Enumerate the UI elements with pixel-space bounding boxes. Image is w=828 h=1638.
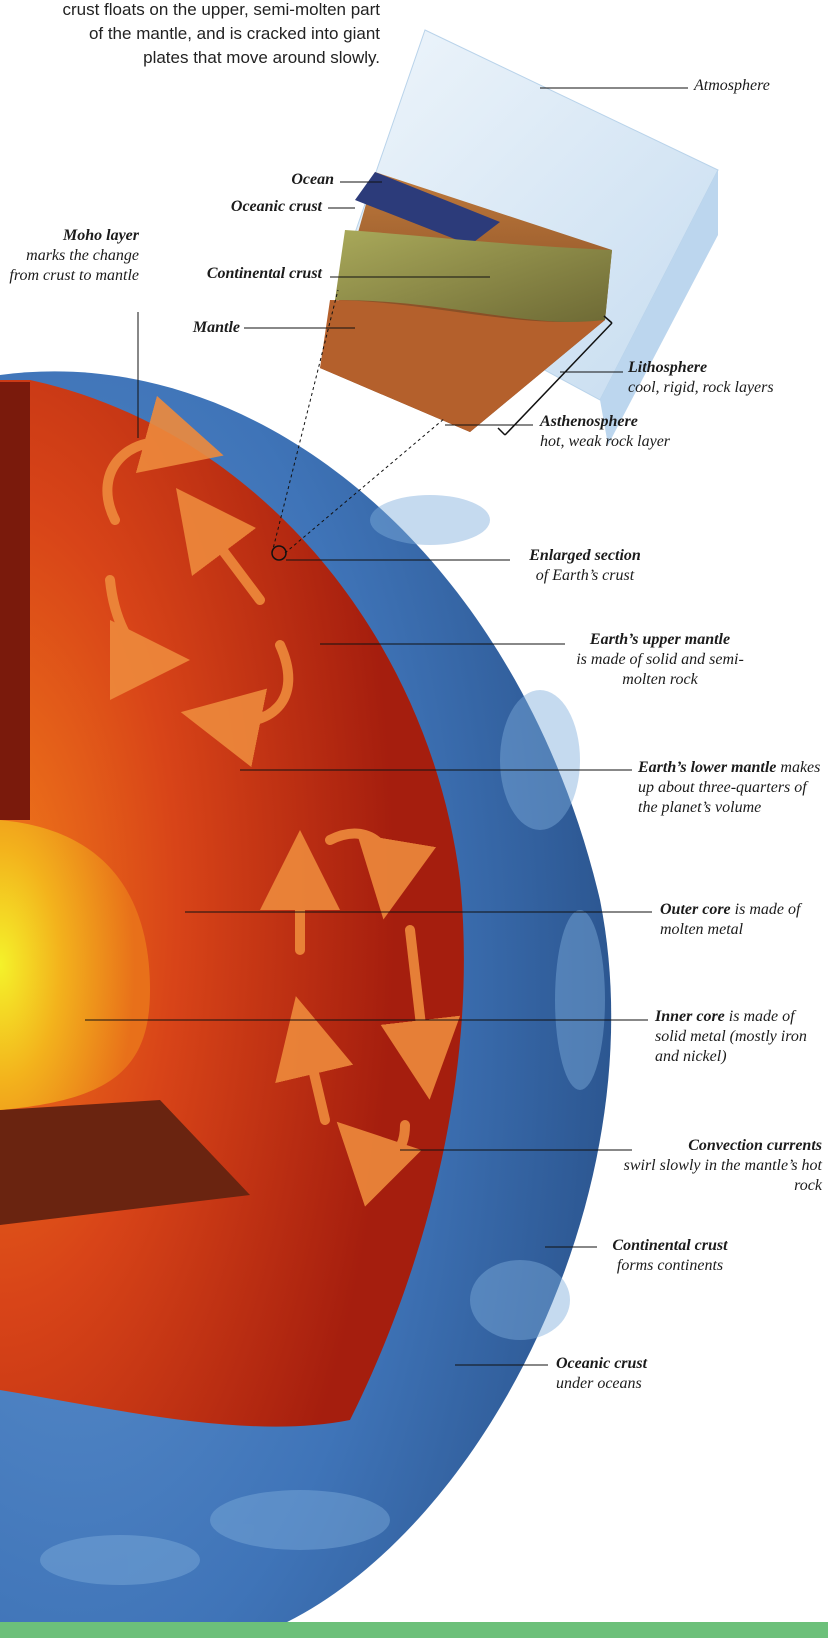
label-oceanic-crust-top: Oceanic crust <box>160 197 322 217</box>
label-continental-crust: Continental crust forms continents <box>585 1236 755 1276</box>
label-oceanic-crust: Oceanic crust under oceans <box>556 1354 706 1394</box>
label-enlarged-section: Enlarged section of Earth’s crust <box>505 546 665 586</box>
label-inner-core: Inner core is made of solid metal (mostl… <box>655 1007 820 1067</box>
label-outer-core: Outer core is made of molten metal <box>660 900 820 940</box>
label-ocean: Ocean <box>230 170 334 190</box>
label-convection-currents: Convection currents swirl slowly in the … <box>600 1136 822 1196</box>
label-continental-crust-top: Continental crust <box>150 264 322 284</box>
label-upper-mantle: Earth’s upper mantle is made of solid an… <box>565 630 755 690</box>
label-moho-layer: Moho layer marks the change from crust t… <box>0 226 139 286</box>
label-lower-mantle: Earth’s lower mantle makes up about thre… <box>638 758 823 818</box>
label-lithosphere: Lithosphere cool, rigid, rock layers <box>628 358 823 398</box>
mantle-wedge-wall <box>0 382 30 820</box>
label-atmosphere: Atmosphere <box>694 76 770 96</box>
label-asthenosphere: Asthenosphere hot, weak rock layer <box>540 412 740 452</box>
label-mantle: Mantle <box>150 318 240 338</box>
green-footer-band <box>0 1622 828 1638</box>
